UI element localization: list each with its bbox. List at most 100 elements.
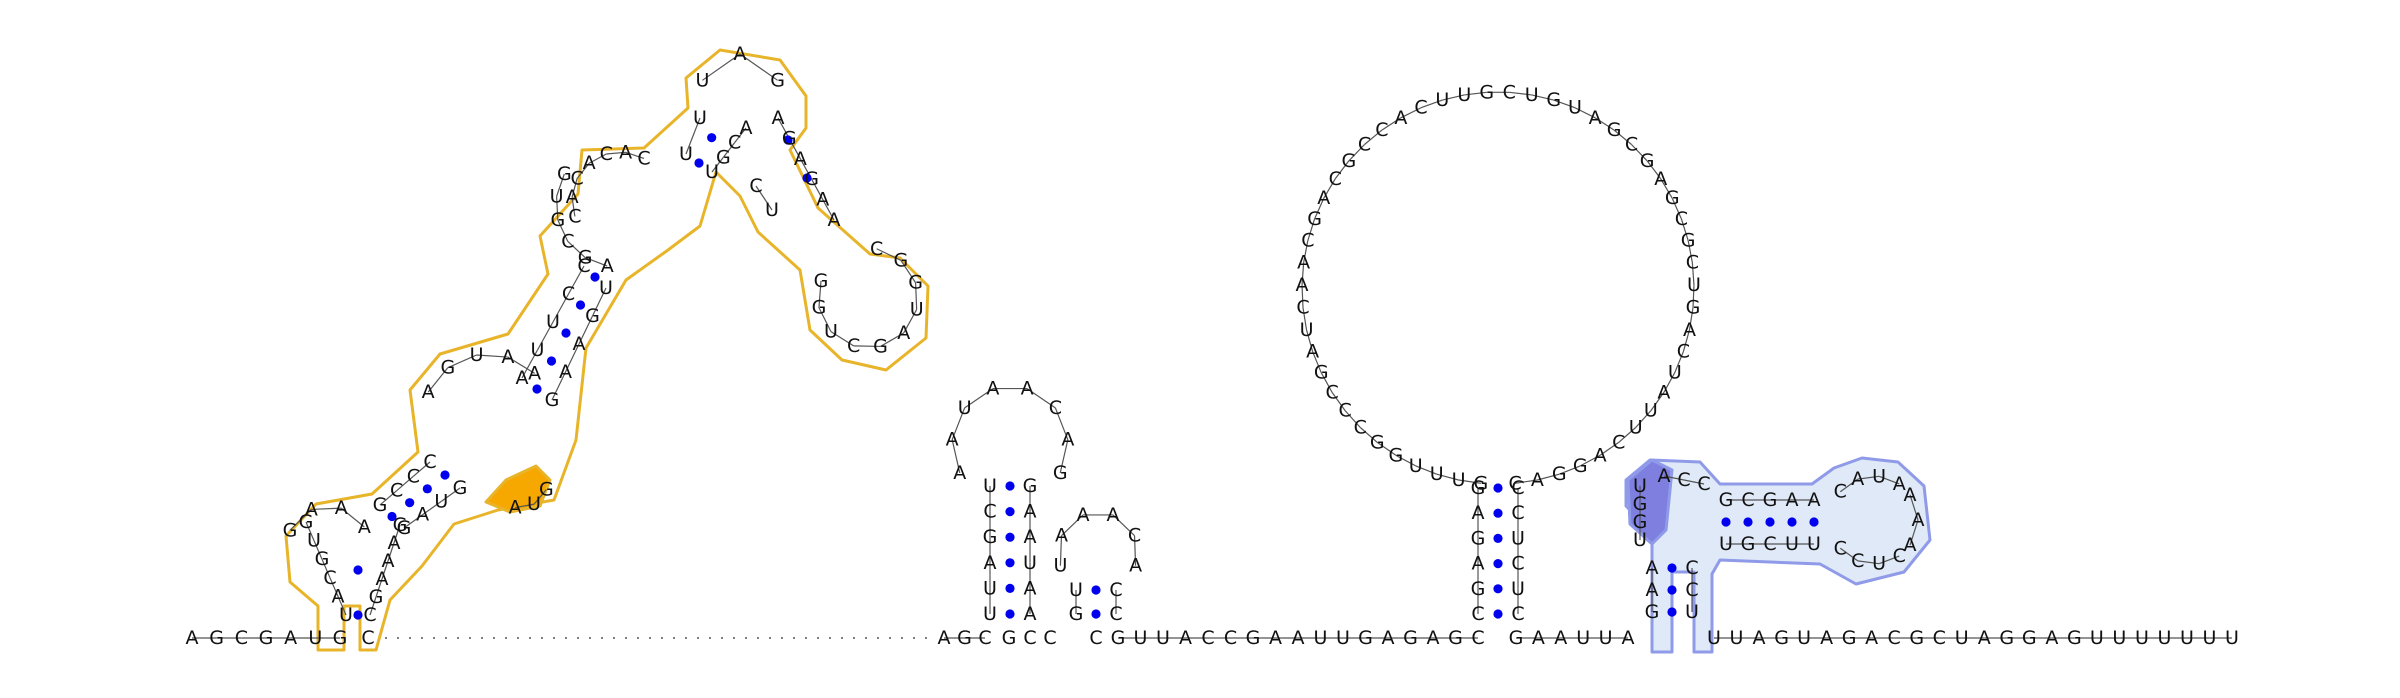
backbone-link <box>702 53 741 81</box>
nucleotide: G <box>2067 627 2082 649</box>
nucleotide: U <box>307 530 321 552</box>
nucleotide: A <box>1654 168 1667 190</box>
backbone-link <box>311 507 342 511</box>
nucleotide: C <box>323 567 336 589</box>
nucleotide: G <box>557 163 572 185</box>
base-pair-dot <box>387 511 397 522</box>
nucleotide: U <box>470 344 484 366</box>
backbone-link <box>1054 407 1069 440</box>
backbone-link <box>1671 197 1682 220</box>
nucleotide: U <box>1023 552 1037 574</box>
nucleotide: U <box>1156 627 1170 649</box>
nucleotide: G <box>1358 627 1373 649</box>
backbone-link <box>571 197 576 217</box>
gold-domain-outline <box>284 48 930 652</box>
nucleotide: A <box>335 497 348 519</box>
nucleotide: A <box>1786 489 1799 511</box>
backbone-link <box>1436 473 1459 481</box>
nucleotide: A <box>305 498 318 520</box>
backbone-link <box>521 349 539 379</box>
backbone-link <box>1320 372 1333 393</box>
backbone-link <box>853 345 881 348</box>
nucleotide: U <box>1797 627 1811 649</box>
backbone-link <box>818 280 822 308</box>
backbone-link <box>515 503 535 509</box>
nucleotide: A <box>1472 502 1485 524</box>
nucleotide: G <box>1471 578 1486 600</box>
backbone-link <box>1420 99 1443 109</box>
nucleotide: C <box>1325 381 1338 403</box>
nucleotide: A <box>1532 627 1545 649</box>
backbone-link <box>900 259 917 284</box>
nucleotide: A <box>332 585 345 607</box>
base-pair-dot <box>353 565 363 575</box>
backbone-link <box>1112 514 1135 537</box>
nucleotide: C <box>1677 469 1690 491</box>
nucleotide: A <box>509 497 522 519</box>
backbone-link <box>1687 240 1693 263</box>
nucleotide: A <box>1024 603 1037 625</box>
nucleotide: G <box>782 127 797 149</box>
backbone-link <box>1364 129 1383 145</box>
base-pair-dot <box>1493 533 1503 544</box>
nucleotide: A <box>619 141 632 163</box>
backbone-link <box>1302 307 1308 331</box>
nucleotide: U <box>765 199 779 221</box>
nucleotide: U <box>1807 533 1821 555</box>
nucleotide: C <box>600 143 613 165</box>
base-pair-dot <box>1667 607 1677 617</box>
nucleotide: U <box>2157 627 2171 649</box>
nucleotide: U <box>1668 362 1682 384</box>
nucleotide: U <box>308 627 322 649</box>
backbone-link <box>1348 144 1365 162</box>
nucleotide: A <box>1865 627 1878 649</box>
nucleotide: G <box>539 479 554 501</box>
nucleotide: C <box>1201 627 1214 649</box>
nucleotide: C <box>1109 603 1122 625</box>
nucleotide: U <box>983 577 997 599</box>
nucleotide: C <box>1358 133 1371 155</box>
nucleotide: U <box>1785 533 1799 555</box>
base-pair-dot <box>1005 558 1015 568</box>
backbone-link <box>1857 475 1880 480</box>
nucleotide: C <box>1296 297 1309 319</box>
nucleotide: A <box>1061 429 1074 451</box>
nucleotide: G <box>1640 150 1655 172</box>
backbone-link <box>1692 285 1695 308</box>
nucleotide: G <box>804 168 819 190</box>
backbone-link <box>321 558 331 579</box>
nucleotide: A <box>284 627 297 649</box>
backbone-link <box>685 117 701 155</box>
base-pair-dot <box>1493 508 1503 518</box>
nucleotide: U <box>2112 627 2126 649</box>
backbone-link <box>880 332 904 347</box>
backbone-link <box>1323 178 1336 199</box>
nucleotide: U <box>1300 319 1314 341</box>
backbone-link <box>1059 439 1069 474</box>
base-pair-dot <box>1493 584 1503 594</box>
nucleotide: A <box>1129 555 1142 577</box>
backbone-link <box>412 461 431 477</box>
nucleotide: G <box>1023 475 1038 497</box>
backbone-link <box>722 142 736 158</box>
backbone-link <box>1594 117 1615 131</box>
nucleotide: C <box>1511 603 1524 625</box>
nucleotide: C <box>361 627 374 649</box>
nucleotide: C <box>1625 133 1638 155</box>
backbone-link <box>1307 218 1316 241</box>
nucleotide: C <box>983 501 996 523</box>
nucleotide: A <box>1296 274 1309 296</box>
backbone-link <box>387 542 395 562</box>
nucleotide: A <box>1658 465 1671 487</box>
nucleotide: A <box>528 362 541 384</box>
nucleotide: C <box>235 627 248 649</box>
nucleotide: G <box>1719 489 1734 511</box>
backbone-link <box>1688 307 1694 331</box>
nucleotide: G <box>259 627 274 649</box>
nucleotide: A <box>1024 501 1037 523</box>
nucleotide: A <box>1851 468 1864 490</box>
nucleotide: C <box>1043 627 1056 649</box>
nucleotide: C <box>1471 603 1484 625</box>
backbone-layer <box>192 53 2232 639</box>
nucleotide: U <box>434 490 448 512</box>
